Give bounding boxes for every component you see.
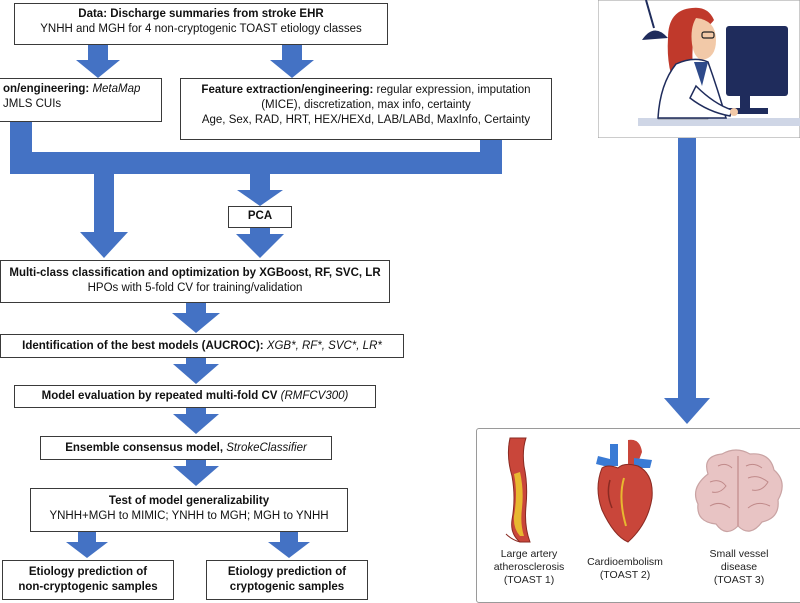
best-models-title: Identification of the best models (AUCRO… xyxy=(22,340,264,352)
prediction-cryptogenic-box: Etiology prediction of cryptogenic sampl… xyxy=(206,560,368,600)
best-models-list: XGB*, RF*, SVC*, LR* xyxy=(263,340,382,352)
ensemble-box: Ensemble consensus model, StrokeClassifi… xyxy=(40,436,332,460)
generalizability-box: Test of model generalizability YNHH+MGH … xyxy=(30,488,348,532)
best-models-box: Identification of the best models (AUCRO… xyxy=(0,334,404,358)
prediction-noncryptogenic-box: Etiology prediction of non-cryptogenic s… xyxy=(2,560,174,600)
etiology-label-toast3: Small vessel disease (TOAST 3) xyxy=(684,548,794,587)
classification-subtitle: HPOs with 5-fold CV for training/validat… xyxy=(87,282,303,294)
pca-box: PCA xyxy=(228,206,292,228)
evaluation-title: Model evaluation by repeated multi-fold … xyxy=(41,390,278,402)
etiology-label-toast2: Cardioembolism (TOAST 2) xyxy=(570,556,680,582)
feature-box-line2: (MICE), discretization, max info, certai… xyxy=(261,99,471,111)
clinician-illustration-icon xyxy=(598,0,800,138)
artery-icon xyxy=(505,437,531,543)
data-box: Data: Discharge summaries from stroke EH… xyxy=(14,3,388,45)
evaluation-abbr: (RMFCV300) xyxy=(280,390,349,402)
data-box-subtitle: YNHH and MGH for 4 non-cryptogenic TOAST… xyxy=(40,23,362,35)
generalizability-subtitle: YNHH+MGH to MIMIC; YNHH to MGH; MGH to Y… xyxy=(49,510,329,522)
etiology-2-line1: Cardioembolism xyxy=(587,556,663,568)
etiology-2-line2: (TOAST 2) xyxy=(599,569,651,581)
feature-box-line1: regular expression, imputation xyxy=(373,84,531,96)
data-box-title: Data: Discharge summaries from stroke EH… xyxy=(78,8,324,20)
etiology-label-toast1: Large artery atherosclerosis (TOAST 1) xyxy=(474,548,584,587)
nlp-box: on/engineering: MetaMap JMLS CUIs xyxy=(0,78,162,122)
prediction-crypto-line2: cryptogenic samples xyxy=(229,581,345,593)
nlp-box-method: MetaMap xyxy=(92,83,141,95)
ensemble-name: StrokeClassifier xyxy=(226,442,307,454)
feature-box-title: Feature extraction/engineering: xyxy=(201,84,374,96)
ensemble-title: Ensemble consensus model, xyxy=(65,442,227,454)
etiology-3-line1: Small vessel xyxy=(709,548,769,560)
prediction-noncrypto-line1: Etiology prediction of xyxy=(28,566,148,578)
feature-box-line3: Age, Sex, RAD, HRT, HEX/HEXd, LAB/LABd, … xyxy=(201,114,531,126)
etiology-1-line3: (TOAST 1) xyxy=(503,574,555,586)
prediction-noncrypto-line2: non-cryptogenic samples xyxy=(18,581,158,593)
heart-icon xyxy=(596,439,653,543)
classification-title: Multi-class classification and optimizat… xyxy=(9,267,381,279)
feature-box: Feature extraction/engineering: regular … xyxy=(180,78,552,140)
etiology-3-line2: disease xyxy=(720,561,758,573)
generalizability-title: Test of model generalizability xyxy=(108,495,270,507)
evaluation-box: Model evaluation by repeated multi-fold … xyxy=(14,385,376,408)
pca-label: PCA xyxy=(247,210,273,222)
nlp-box-line2: JMLS CUIs xyxy=(3,98,62,110)
prediction-crypto-line1: Etiology prediction of xyxy=(227,566,347,578)
nlp-box-title: on/engineering: xyxy=(3,83,93,95)
etiology-1-line1: Large artery xyxy=(500,548,558,560)
classification-box: Multi-class classification and optimizat… xyxy=(0,260,390,303)
brain-icon xyxy=(695,449,783,533)
etiology-1-line2: atherosclerosis xyxy=(493,561,565,573)
etiology-3-line3: (TOAST 3) xyxy=(713,574,765,586)
